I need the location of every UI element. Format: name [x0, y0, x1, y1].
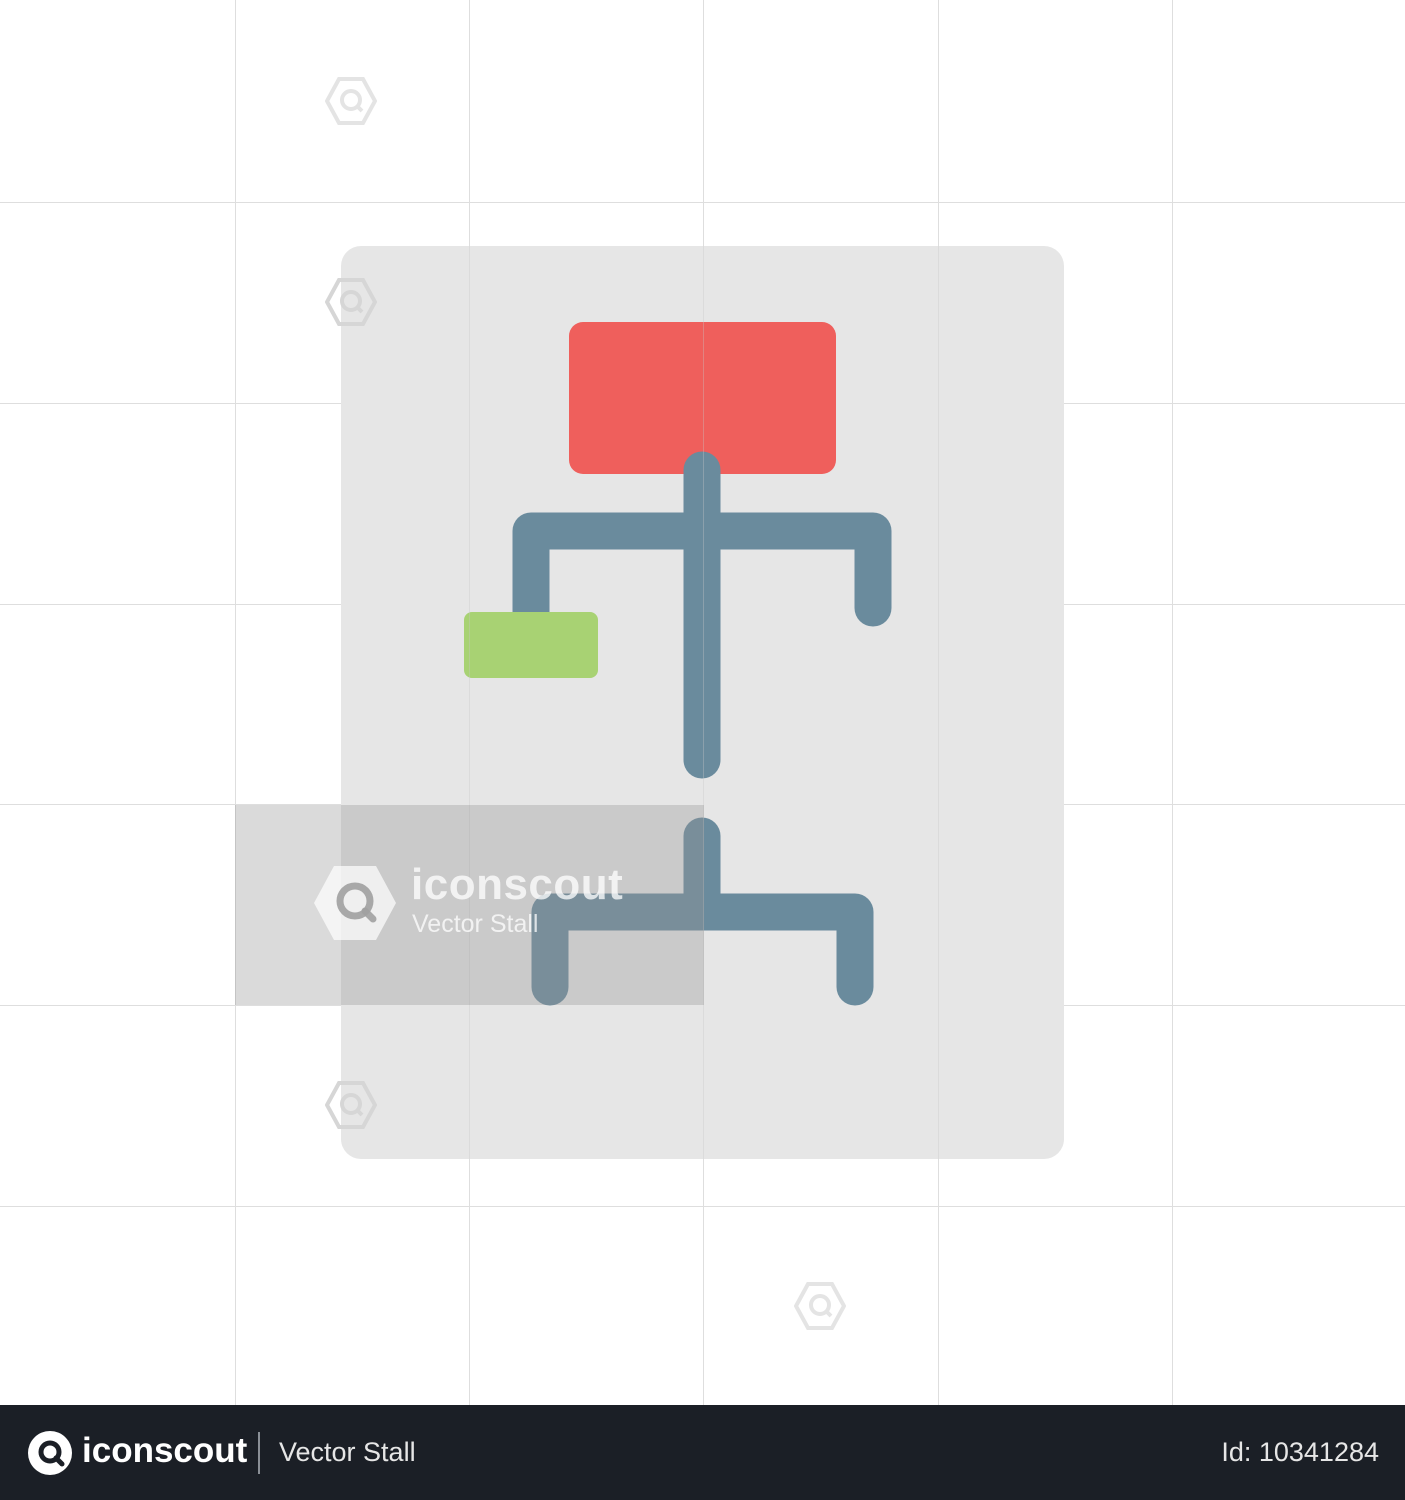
grid-line — [235, 0, 236, 1405]
connectors — [512, 451, 892, 1006]
grid-line — [1172, 0, 1173, 1405]
iconscout-logo-icon[interactable] — [26, 1429, 74, 1477]
top-node — [569, 322, 836, 474]
watermark-brand: iconscout — [411, 860, 624, 909]
footer-author[interactable]: Vector Stall — [279, 1437, 416, 1467]
watermark-mark-icon — [325, 1081, 377, 1129]
watermark-author: Vector Stall — [412, 910, 539, 938]
watermark-mark-icon — [325, 278, 377, 326]
footer-divider — [258, 1432, 260, 1474]
asset-id: Id: 10341284 — [1221, 1437, 1379, 1467]
upper-branch — [512, 512, 892, 631]
watermark-mark-icon — [325, 77, 377, 125]
footer-bar: iconscout Vector Stall Id: 10341284 — [0, 1405, 1405, 1500]
grid-overlay — [469, 246, 939, 1159]
footer-brand[interactable]: iconscout — [82, 1431, 248, 1470]
iconscout-logo-icon — [314, 866, 396, 940]
grid-line — [0, 202, 1405, 203]
canvas: iconscout Vector Stall — [0, 0, 1405, 1405]
watermark-band — [235, 805, 704, 1005]
side-node — [464, 612, 598, 678]
grid-line — [0, 1206, 1405, 1207]
lower-branch — [531, 893, 874, 1006]
hierarchy-structure-icon — [341, 246, 1064, 1159]
watermark-mark-icon — [794, 1282, 846, 1330]
